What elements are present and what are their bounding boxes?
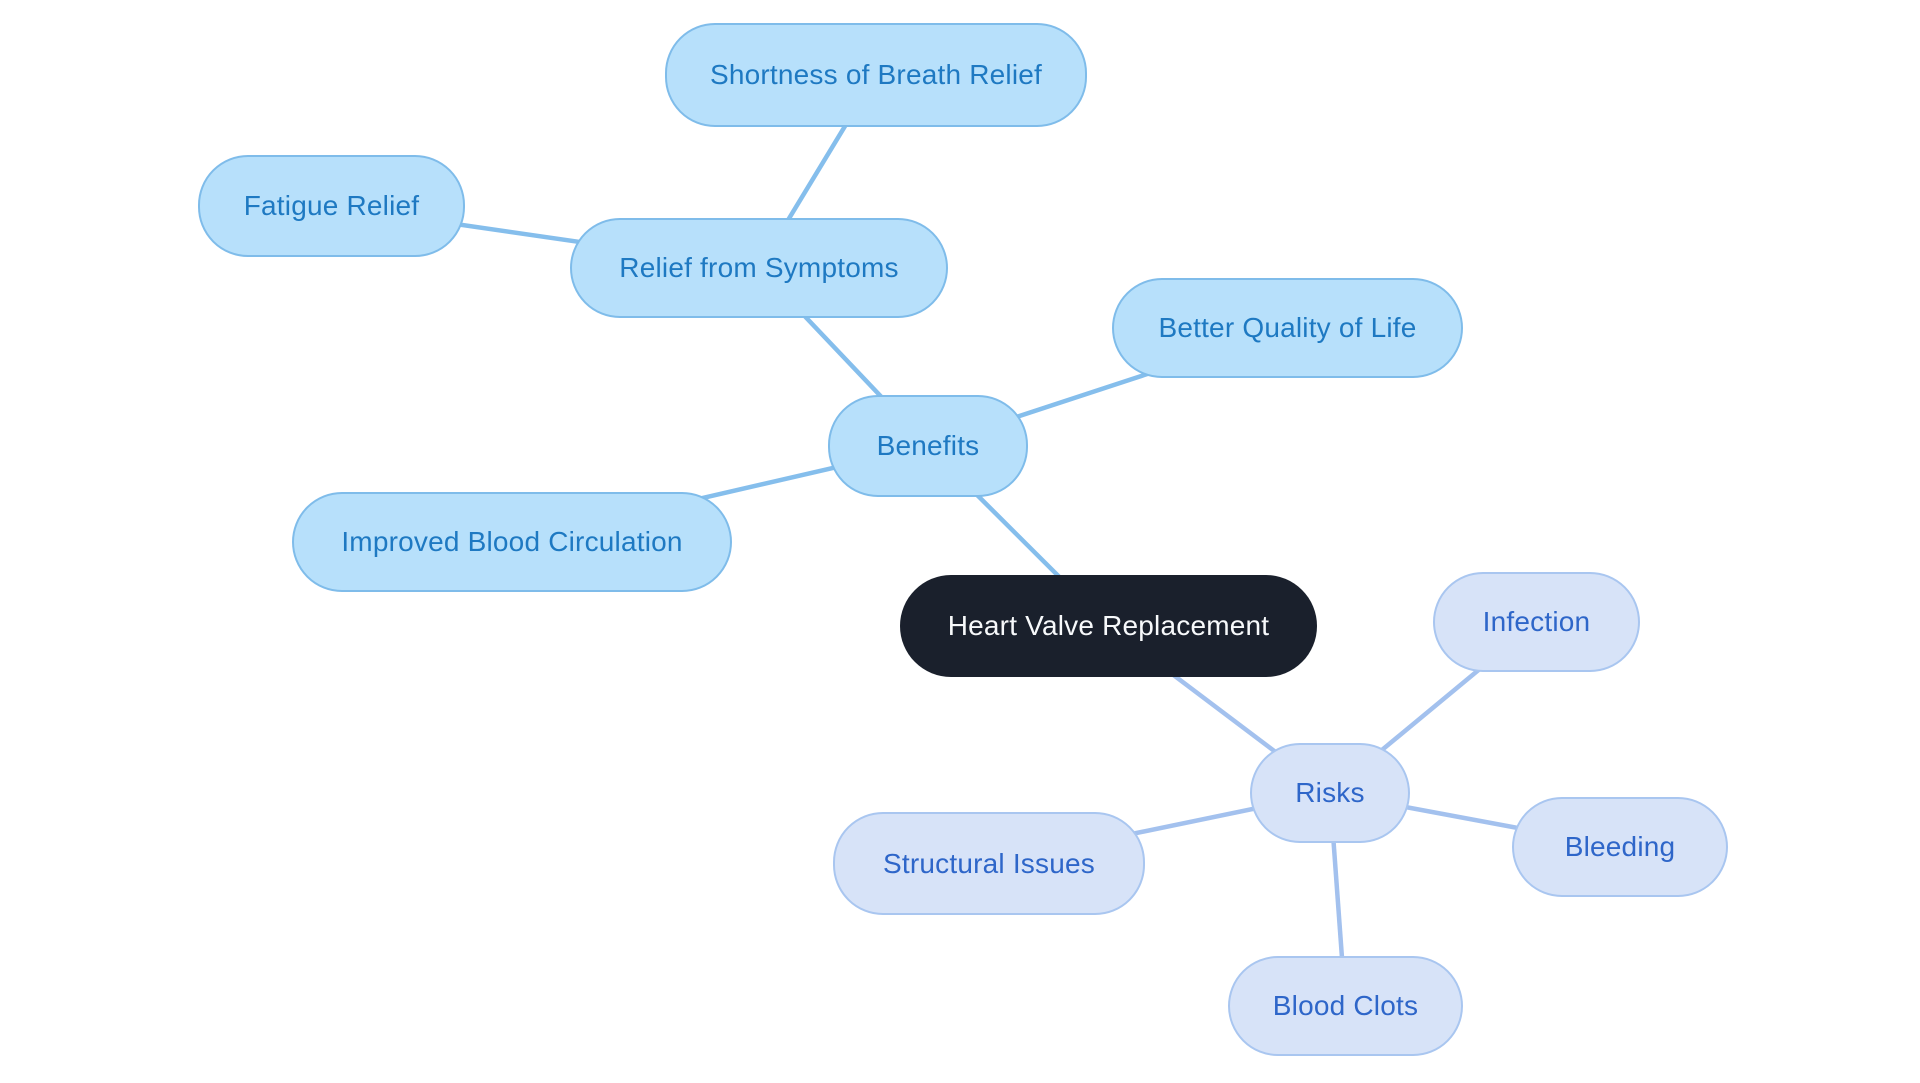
node-risks[interactable]: Risks — [1250, 743, 1410, 843]
node-center[interactable]: Heart Valve Replacement — [900, 575, 1317, 677]
node-fatigue[interactable]: Fatigue Relief — [198, 155, 465, 257]
node-label: Benefits — [876, 430, 980, 461]
node-relief[interactable]: Relief from Symptoms — [570, 218, 948, 318]
node-label: Bleeding — [1564, 831, 1676, 862]
node-benefits[interactable]: Benefits — [828, 395, 1028, 497]
node-label: Relief from Symptoms — [619, 252, 899, 283]
node-label: Improved Blood Circulation — [341, 526, 683, 557]
node-label: Better Quality of Life — [1158, 312, 1417, 343]
node-label: Structural Issues — [883, 847, 1095, 879]
node-shortness[interactable]: Shortness of Breath Relief — [665, 23, 1087, 127]
node-label: Fatigue Relief — [243, 190, 420, 221]
node-clots[interactable]: Blood Clots — [1228, 956, 1463, 1056]
node-label: Infection — [1482, 606, 1591, 637]
node-label: Heart Valve Replacement — [947, 610, 1270, 641]
node-label: Risks — [1295, 777, 1365, 808]
node-quality[interactable]: Better Quality of Life — [1112, 278, 1463, 378]
node-circulation[interactable]: Improved Blood Circulation — [292, 492, 732, 592]
node-structural[interactable]: Structural Issues — [833, 812, 1145, 915]
node-infection[interactable]: Infection — [1433, 572, 1640, 672]
node-label: Blood Clots — [1272, 990, 1419, 1021]
node-label: Shortness of Breath Relief — [709, 59, 1043, 90]
node-bleeding[interactable]: Bleeding — [1512, 797, 1728, 897]
